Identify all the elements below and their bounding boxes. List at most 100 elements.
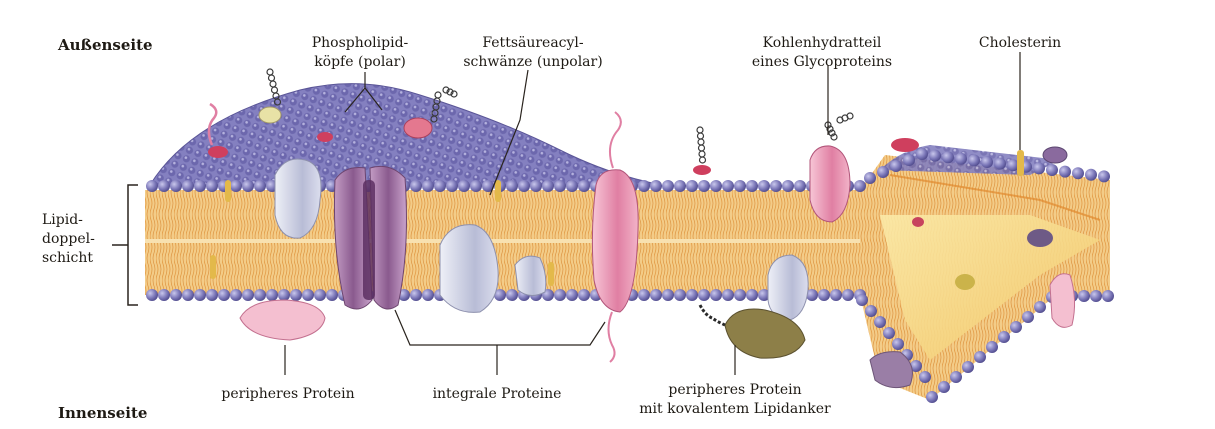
protein-bottom-right	[870, 352, 912, 388]
bilayer-bracket	[112, 185, 138, 305]
surface-protein	[1043, 147, 1067, 163]
phospholipid-head	[170, 289, 182, 301]
phospholipid-head	[290, 289, 302, 301]
cholesterol-molecule	[225, 180, 231, 202]
phospholipid-head	[422, 289, 434, 301]
phospholipid-head	[662, 180, 674, 192]
phospholipid-head	[578, 289, 590, 301]
phospholipid-head	[686, 180, 698, 192]
phospholipid-head	[998, 331, 1010, 343]
label-phospholipid-line1: Phospholipid-	[312, 35, 409, 51]
phospholipid-head	[434, 180, 446, 192]
embedded-protein	[955, 274, 975, 290]
phospholipid-head	[856, 294, 868, 306]
phospholipid-head	[566, 289, 578, 301]
phospholipid-head	[782, 180, 794, 192]
phospholipid-head	[926, 391, 938, 403]
phospholipid-head	[530, 180, 542, 192]
embedded-protein	[912, 217, 924, 227]
phospholipid-head	[506, 289, 518, 301]
bilayer-tails-upper	[145, 190, 865, 240]
phospholipid-head	[1059, 166, 1071, 178]
phospholipid-head	[746, 180, 758, 192]
phospholipid-head	[638, 180, 650, 192]
phospholipid-head	[686, 289, 698, 301]
phospholipid-head	[1098, 170, 1110, 182]
phospholipid-head	[842, 289, 854, 301]
phospholipid-head	[218, 289, 230, 301]
phospholipid-head	[182, 180, 194, 192]
embedded-protein	[1027, 229, 1053, 247]
phospholipid-head	[194, 289, 206, 301]
phospholipid-head	[458, 180, 470, 192]
label-outside: Außenseite	[57, 36, 153, 54]
phospholipid-head	[254, 180, 266, 192]
phospholipid-head	[266, 289, 278, 301]
integral-protein-grey-center	[440, 225, 498, 313]
glycoprotein	[810, 146, 850, 222]
cholesterol-molecule	[210, 255, 216, 279]
phospholipid-head	[1078, 290, 1090, 302]
phospholipid-head	[470, 180, 482, 192]
sugar-unit	[698, 133, 704, 139]
surface-protein	[208, 146, 228, 158]
phospholipid-head	[974, 351, 986, 363]
sugar-unit	[698, 139, 704, 145]
label-phospholipid-line2: köpfe (polar)	[314, 54, 406, 70]
phospholipid-head	[1102, 290, 1114, 302]
phospholipid-head	[955, 153, 967, 165]
phospholipid-head	[758, 180, 770, 192]
phospholipid-head	[854, 180, 866, 192]
phospholipid-head	[698, 180, 710, 192]
phospholipid-head	[1072, 167, 1084, 179]
phospholipid-head	[326, 289, 338, 301]
sugar-unit	[699, 151, 705, 157]
sugar-unit	[270, 81, 276, 87]
phospholipid-head	[734, 289, 746, 301]
phospholipid-head	[710, 289, 722, 301]
label-carbohydrate-line1: Kohlenhydratteil	[763, 35, 882, 51]
sugar-unit	[269, 75, 275, 81]
phospholipid-head	[746, 289, 758, 301]
phospholipid-head	[942, 151, 954, 163]
phospholipid-head	[962, 361, 974, 373]
phospholipid-head	[874, 316, 886, 328]
peripheral-protein	[240, 300, 325, 340]
sugar-unit	[267, 69, 273, 75]
label-anchor-line1: peripheres Protein	[668, 382, 801, 398]
phospholipid-head	[994, 158, 1006, 170]
phospholipid-head	[710, 180, 722, 192]
integral-protein-grey-small	[515, 256, 546, 295]
phospholipid-head	[314, 289, 326, 301]
phospholipid-head	[422, 180, 434, 192]
phospholipid-head	[194, 180, 206, 192]
label-carbohydrate-line2: eines Glycoproteins	[752, 54, 892, 70]
phospholipid-head	[818, 289, 830, 301]
phospholipid-head	[278, 289, 290, 301]
phospholipid-head	[865, 305, 877, 317]
phospholipid-head	[919, 371, 931, 383]
label-anchor-line2: mit kovalentem Lipidanker	[639, 401, 831, 417]
phospholipid-head	[410, 289, 422, 301]
sugar-unit	[699, 145, 705, 151]
phospholipid-head	[146, 180, 158, 192]
phospholipid-head	[674, 289, 686, 301]
phospholipid-head	[566, 180, 578, 192]
cholesterol-molecule	[495, 180, 501, 202]
sugar-unit	[697, 127, 703, 133]
phospholipid-head	[230, 180, 242, 192]
phospholipid-head	[506, 180, 518, 192]
phospholipid-head	[1046, 164, 1058, 176]
sugar-unit	[435, 92, 441, 98]
phospholipid-head	[968, 154, 980, 166]
phospholipid-head	[722, 180, 734, 192]
phospholipid-head	[410, 180, 422, 192]
phospholipid-head	[1034, 301, 1046, 313]
label-bilayer-line3: schicht	[42, 250, 93, 266]
phospholipid-head	[794, 180, 806, 192]
label-bilayer-line1: Lipid-	[42, 212, 83, 228]
surface-protein	[891, 138, 919, 152]
integral-protein-grey-right	[768, 255, 808, 320]
